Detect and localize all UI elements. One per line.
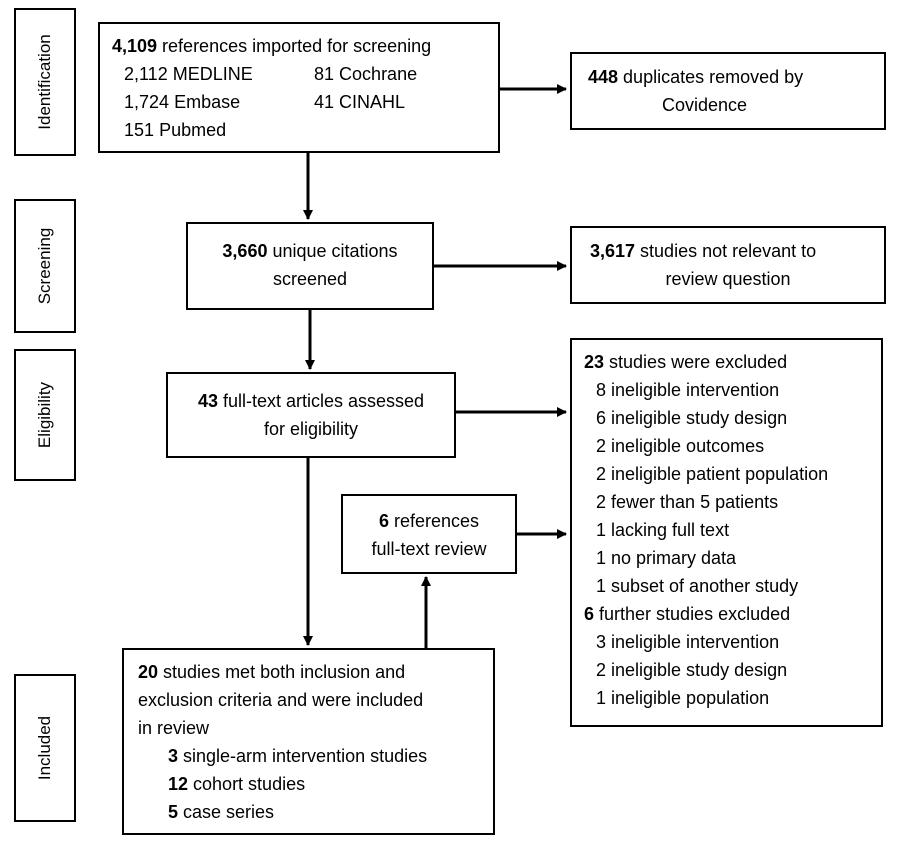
duplicates-text: duplicates removed by [618,67,804,87]
excluded-heading: 23 studies were excluded [584,348,787,376]
source-count: 81 [314,64,335,84]
not-relevant-box: 3,617 studies not relevant to review que… [570,226,886,304]
references-box: 6 references full-text review [341,494,517,574]
excluded-reason: 1 lacking full text [596,520,730,540]
included-type-count: 5 [168,802,179,822]
excluded-reason: 2 ineligible patient population [596,464,829,484]
included-type-case-series: 5 case series [168,798,274,826]
screening-text: unique citations [267,241,398,261]
not-relevant-text: studies not relevant to [635,241,817,261]
identification-count: 4,109 [112,36,158,56]
source-medline: 2,112 MEDLINE [124,60,253,88]
eligibility-count: 43 [197,391,218,411]
duplicates-line2: Covidence [662,95,748,115]
screening-line2: screened [272,269,348,289]
screening-count: 3,660 [222,241,268,261]
included-type-single-arm: 3 single-arm intervention studies [168,742,427,770]
source-count: 151 [124,120,155,140]
excluded-reasons: 8 ineligible intervention 6 ineligible s… [596,376,828,600]
source-name: MEDLINE [172,64,253,84]
excluded-reason: 2 fewer than 5 patients [596,492,779,512]
stage-identification: Identification [14,8,76,156]
included-box: 20 studies met both inclusion and exclus… [122,648,495,835]
included-line1: 20 studies met both inclusion and [138,658,405,686]
source-name: Cochrane [339,64,418,84]
source-cinahl: 41 CINAHL [314,88,405,116]
source-name: Embase [174,92,241,112]
duplicates-box: 448 duplicates removed by Covidence [570,52,886,130]
references-line1: 6 references [343,507,515,535]
not-relevant-line1: 3,617 studies not relevant to [590,237,816,265]
not-relevant-count: 3,617 [590,241,636,261]
source-name: CINAHL [339,92,406,112]
source-cochrane: 81 Cochrane [314,60,417,88]
further-excluded-reasons: 3 ineligible intervention 2 ineligible s… [596,628,787,712]
included-type-label: case series [178,802,275,822]
source-pubmed: 151 Pubmed [124,116,226,144]
further-excluded-text: further studies excluded [594,604,791,624]
identification-heading: 4,109 references imported for screening [112,32,431,60]
included-type-label: single-arm intervention studies [178,746,428,766]
source-embase: 1,724 Embase [124,88,240,116]
included-line3: in review [138,718,210,738]
included-text: studies met both inclusion and [158,662,406,682]
excluded-reason: 1 subset of another study [596,576,799,596]
stage-included: Included [14,674,76,822]
excluded-reason: 8 ineligible intervention [596,380,780,400]
source-count: 41 [314,92,335,112]
excluded-text: studies were excluded [604,352,788,372]
excluded-box: 23 studies were excluded 8 ineligible in… [570,338,883,727]
included-line2: exclusion criteria and were included [138,690,424,710]
excluded-reason: 6 ineligible study design [596,408,788,428]
duplicates-line1: 448 duplicates removed by [588,63,803,91]
references-text: references [388,511,480,531]
identification-text: references imported for screening [157,36,432,56]
excluded-count: 23 [584,352,605,372]
further-excluded-count: 6 [584,604,595,624]
stage-screening: Screening [14,199,76,333]
source-count: 1,724 [124,92,170,112]
included-type-cohort: 12 cohort studies [168,770,305,798]
not-relevant-line2: review question [665,269,791,289]
included-type-label: cohort studies [188,774,306,794]
references-line2: full-text review [371,539,487,559]
screening-line1: 3,660 unique citations [188,237,432,265]
duplicates-count: 448 [588,67,619,87]
eligibility-line1: 43 full-text articles assessed [168,387,454,415]
identification-box: 4,109 references imported for screening … [98,22,500,153]
further-excluded-heading: 6 further studies excluded [584,600,790,628]
included-count: 20 [138,662,159,682]
source-name: Pubmed [159,120,227,140]
stage-eligibility: Eligibility [14,349,76,481]
excluded-reason: 2 ineligible outcomes [596,436,765,456]
further-excluded-reason: 2 ineligible study design [596,660,788,680]
source-count: 2,112 [124,64,168,84]
included-type-count: 3 [168,746,179,766]
further-excluded-reason: 3 ineligible intervention [596,632,780,652]
further-excluded-reason: 1 ineligible population [596,688,770,708]
included-type-count: 12 [168,774,189,794]
excluded-reason: 1 no primary data [596,548,737,568]
eligibility-box: 43 full-text articles assessed for eligi… [166,372,456,458]
eligibility-text: full-text articles assessed [217,391,425,411]
eligibility-line2: for eligibility [263,419,359,439]
screening-box: 3,660 unique citations screened [186,222,434,310]
references-count: 6 [378,511,389,531]
